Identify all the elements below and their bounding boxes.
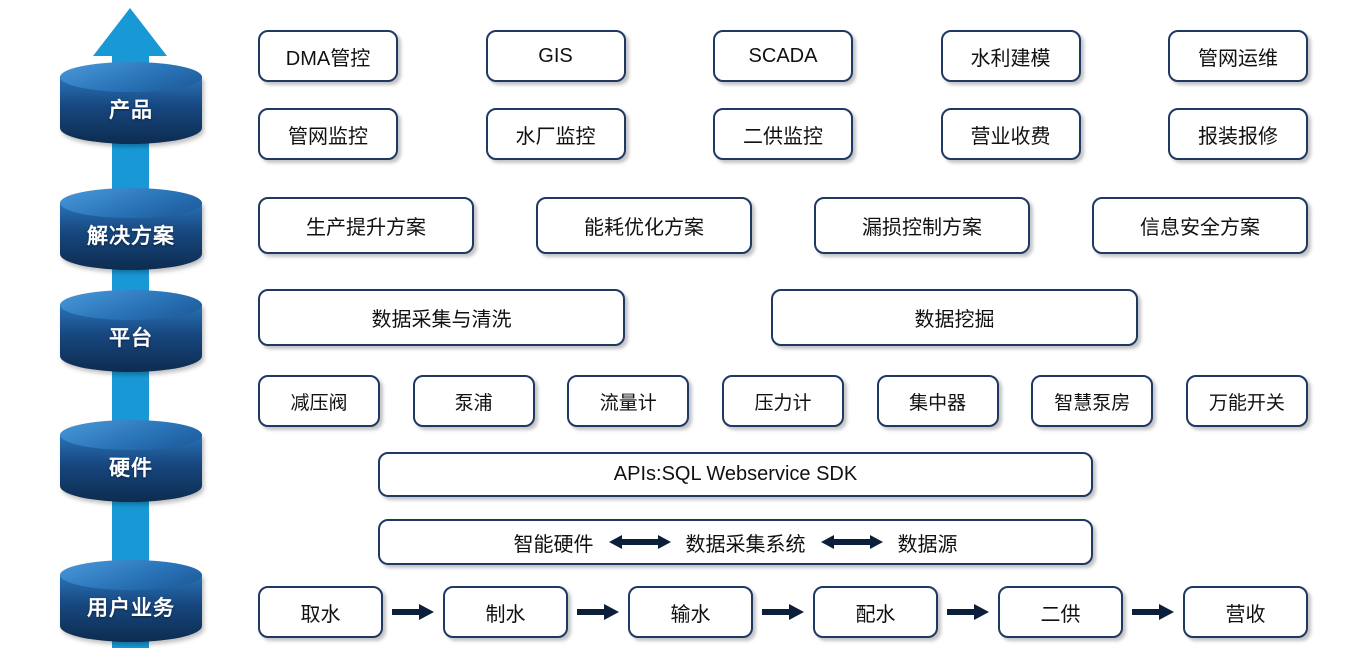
right-arrow-icon (392, 604, 434, 620)
dataflow-box: 智能硬件 数据采集系统 数据源 (378, 519, 1093, 565)
business-flow-row: 取水 制水 输水 配水 二供 营收 (258, 586, 1308, 638)
solution-row: 生产提升方案 能耗优化方案 漏损控制方案 信息安全方案 (258, 197, 1308, 254)
layer-label: 产品 (109, 99, 153, 122)
right-arrow-icon (1132, 604, 1174, 620)
dataflow-node: 智能硬件 (513, 533, 594, 556)
layer-label: 平台 (109, 327, 153, 350)
product-box: 营业收费 (940, 108, 1081, 160)
business-box: 取水 (258, 586, 383, 638)
product-box: DMA管控 (258, 30, 398, 82)
hardware-box: 减压阀 (258, 375, 380, 427)
hardware-box: 泵浦 (412, 375, 535, 427)
product-box: 管网监控 (258, 108, 398, 160)
business-box: 制水 (443, 586, 568, 638)
hardware-box: 压力计 (721, 375, 844, 427)
double-arrow-icon (608, 535, 671, 549)
cylinder-top (60, 188, 202, 218)
dataflow-node: 数据采集系统 (685, 533, 806, 556)
layer-cylinder-business: 用户业务 (60, 560, 202, 642)
cylinder-top (60, 62, 202, 92)
layer-label: 用户业务 (87, 597, 175, 620)
layer-label: 硬件 (109, 457, 153, 480)
product-row-1: DMA管控 GIS SCADA 水利建模 管网运维 (258, 30, 1308, 82)
product-box: 报装报修 (1168, 108, 1308, 160)
layer-cylinder-product: 产品 (60, 62, 202, 144)
layer-cylinder-hardware: 硬件 (60, 420, 202, 502)
hardware-row: 减压阀 泵浦 流量计 压力计 集中器 智慧泵房 万能开关 (258, 375, 1308, 427)
hardware-box: 万能开关 (1185, 375, 1308, 427)
right-arrow-icon (762, 604, 804, 620)
solution-box: 生产提升方案 (258, 197, 474, 254)
hardware-box: 智慧泵房 (1031, 375, 1154, 427)
layer-label: 解决方案 (87, 225, 175, 248)
cylinder-top (60, 420, 202, 450)
business-box: 二供 (998, 586, 1123, 638)
platform-box: 数据采集与清洗 (258, 289, 625, 346)
product-box: 水厂监控 (485, 108, 626, 160)
product-box: 二供监控 (713, 108, 853, 160)
double-arrow-icon (820, 535, 883, 549)
right-arrow-icon (947, 604, 989, 620)
product-row-2: 管网监控 水厂监控 二供监控 营业收费 报装报修 (258, 108, 1308, 160)
solution-box: 信息安全方案 (1092, 197, 1308, 254)
cylinder-top (60, 290, 202, 320)
hardware-box: 流量计 (567, 375, 690, 427)
cylinder-top (60, 560, 202, 590)
api-box: APIs:SQL Webservice SDK (378, 452, 1093, 497)
dataflow-node: 数据源 (897, 533, 958, 556)
platform-box: 数据挖掘 (771, 289, 1138, 346)
product-box: SCADA (713, 30, 853, 82)
product-box: 管网运维 (1168, 30, 1308, 82)
business-box: 营收 (1183, 586, 1308, 638)
product-box: 水利建模 (940, 30, 1081, 82)
solution-box: 漏损控制方案 (814, 197, 1030, 254)
layer-cylinder-platform: 平台 (60, 290, 202, 372)
business-box: 配水 (813, 586, 938, 638)
right-arrow-icon (577, 604, 619, 620)
hardware-box: 集中器 (876, 375, 999, 427)
layer-cylinder-solution: 解决方案 (60, 188, 202, 270)
platform-row: 数据采集与清洗 数据挖掘 (258, 289, 1138, 346)
solution-box: 能耗优化方案 (536, 197, 752, 254)
business-box: 输水 (628, 586, 753, 638)
up-arrow-icon (93, 8, 167, 56)
product-box: GIS (485, 30, 626, 82)
